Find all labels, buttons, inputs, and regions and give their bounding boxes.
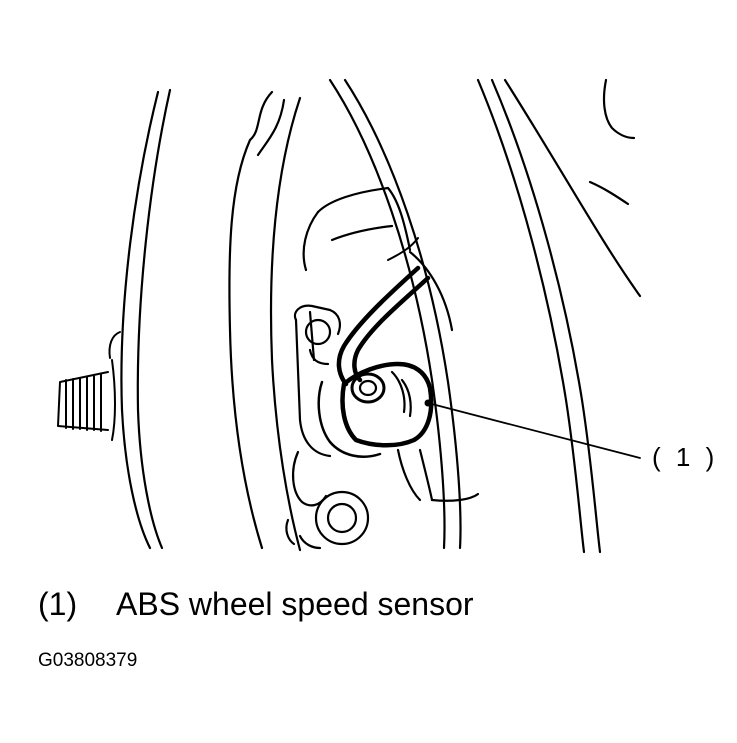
sensor-bracket <box>293 304 341 458</box>
callout-leader <box>424 399 641 459</box>
abs-sensor-body <box>317 361 434 458</box>
figure-caption: (1) ABS wheel speed sensor <box>38 588 474 620</box>
steering-knuckle <box>302 186 480 502</box>
disc-edge-left <box>120 88 172 550</box>
caption-text: ABS wheel speed sensor <box>116 586 474 622</box>
callout-label: ( 1 ) <box>652 442 719 472</box>
figure-id: G03808379 <box>38 650 138 671</box>
caption-number: (1) <box>38 586 78 622</box>
suspension-arm <box>476 78 642 554</box>
wheel-stud <box>57 331 121 441</box>
mounting-boss <box>285 450 370 550</box>
sensor-wire <box>336 237 431 387</box>
backing-plate <box>228 78 462 552</box>
